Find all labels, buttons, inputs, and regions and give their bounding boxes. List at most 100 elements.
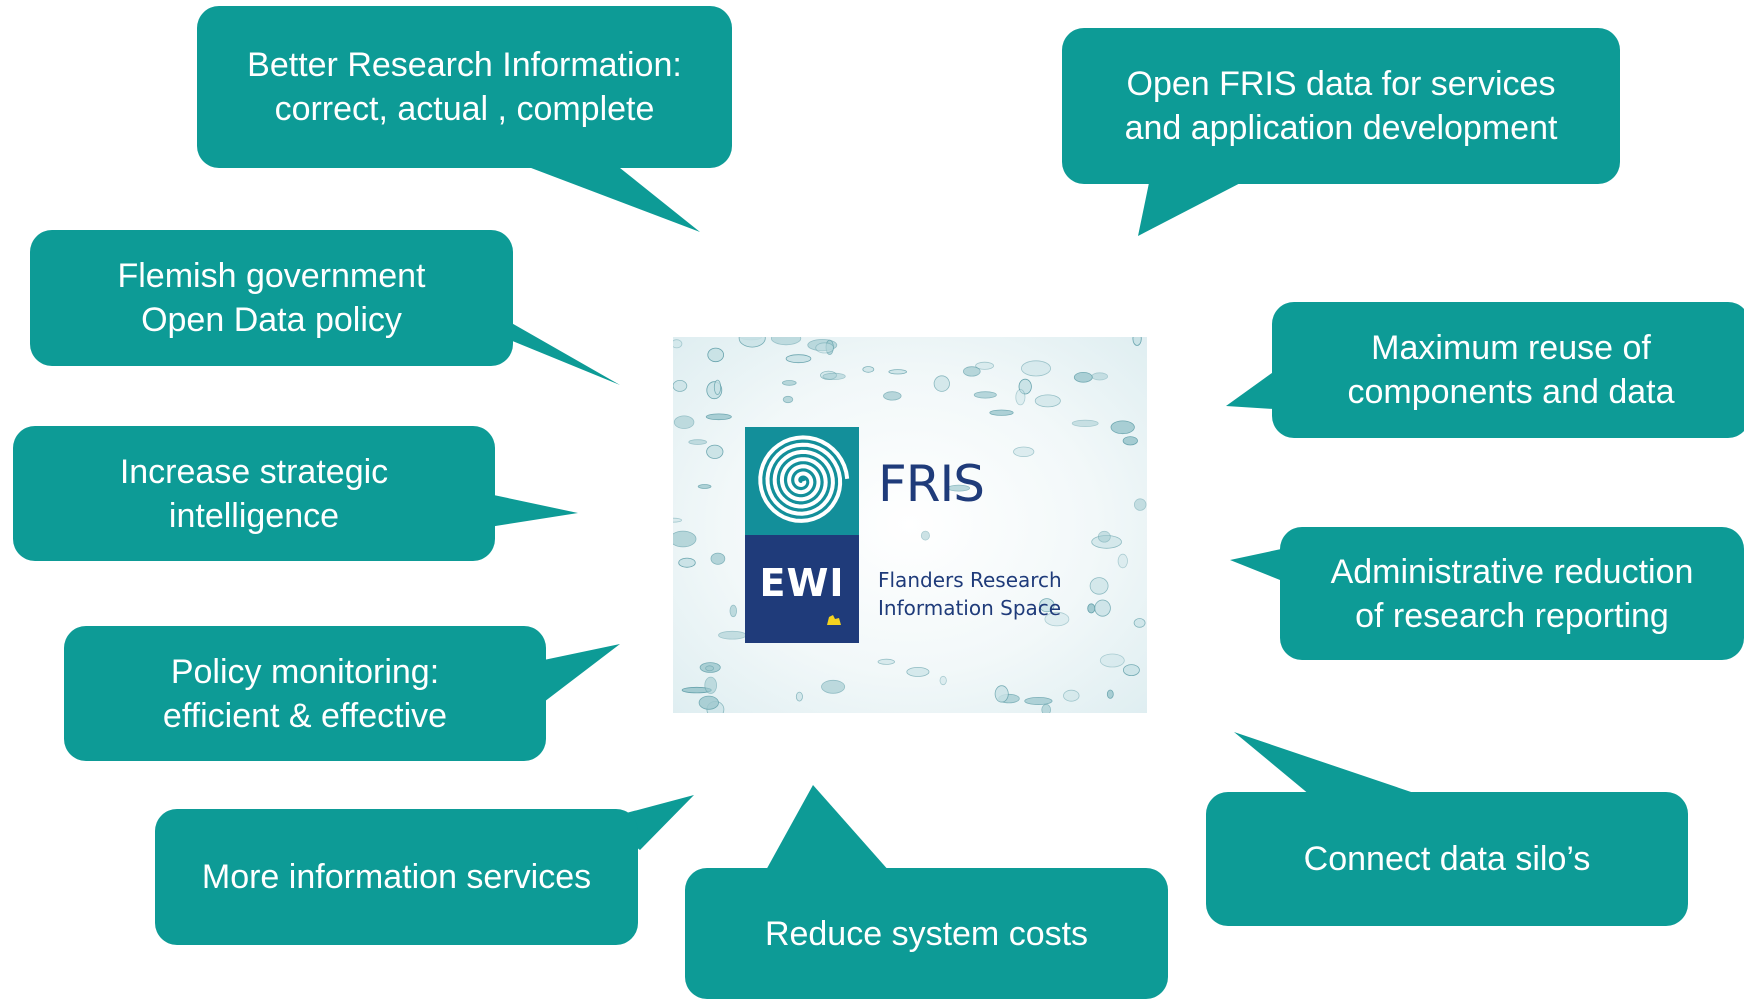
bubble-shape (1133, 618, 1146, 628)
callout-more-information-services: More information services (155, 809, 638, 945)
callout-line: efficient & effective (162, 696, 448, 735)
callout-line: Open Data policy (141, 301, 402, 339)
bubble-shape (822, 372, 846, 381)
bubble-shape (1039, 598, 1055, 613)
callout-text: More information services (202, 855, 591, 899)
bubble-shape (1034, 394, 1061, 408)
bubble-shape (706, 444, 724, 459)
bubble-shape (962, 366, 981, 377)
callout-line: Flemish government (117, 257, 426, 295)
bubble-shape (1041, 704, 1051, 713)
callout-text: Better Research Information: correct, act… (247, 43, 682, 131)
callout-text: Policy monitoring: efficient & effective (163, 650, 447, 738)
callout-line: Better Research Information: (247, 46, 682, 84)
tagline-line: Information Space (878, 596, 1062, 620)
bubble-shape (771, 337, 802, 346)
bubble-shape (1097, 530, 1111, 543)
fris-logo-image: EWI FRIS Flanders Research Information S… (673, 337, 1147, 713)
bubble-shape (1024, 696, 1053, 705)
bubble-shape (678, 557, 696, 568)
callout-line: Increase strategic (119, 452, 389, 491)
flemish-lion-icon (827, 615, 841, 625)
bubble-shape (973, 391, 997, 399)
bubble-shape (1132, 337, 1142, 346)
bubble-shape (862, 366, 875, 373)
bubble-shape (707, 347, 724, 363)
callout-line: components and data (1347, 373, 1675, 411)
bubble-shape (1073, 371, 1093, 383)
callout-reduce-system-costs: Reduce system costs (685, 868, 1168, 999)
bubble-shape (785, 354, 812, 364)
callout-line: Policy monitoring: (170, 652, 440, 691)
bubble-shape (1110, 420, 1135, 435)
bubble-shape (782, 395, 794, 404)
bubble-shape (877, 658, 896, 665)
callout-line: of research reporting (1355, 596, 1669, 635)
bubble-shape (1089, 577, 1109, 595)
bubble-shape (906, 666, 930, 677)
bubble-shape (989, 409, 1014, 416)
bubble-shape (883, 391, 902, 401)
bubble-shape (1134, 498, 1147, 511)
callout-reduce-system-costs-pointer (765, 785, 890, 872)
bubble-shape (821, 679, 846, 694)
bubble-shape (673, 339, 683, 349)
fris-wordmark: FRIS (878, 455, 985, 513)
bubble-shape (729, 604, 737, 618)
callout-line: intelligence (168, 496, 340, 535)
bubble-shape (705, 413, 732, 421)
bubble-shape (713, 379, 722, 395)
bubble-shape (697, 484, 712, 489)
callout-line: Connect data silo’s (1303, 840, 1591, 878)
callout-policy-monitoring: Policy monitoring: efficient & effective (64, 626, 546, 761)
bubble-shape (1099, 653, 1125, 668)
callout-line: correct, actual , complete (274, 90, 655, 128)
callout-strategic-intelligence-pointer (470, 490, 578, 530)
bubble-shape (1122, 664, 1140, 677)
bubble-shape (688, 439, 708, 445)
bubble-shape (1106, 689, 1114, 699)
callout-line: and application development (1124, 109, 1558, 147)
bubble-shape (1122, 436, 1138, 446)
bubble-shape (920, 530, 930, 541)
bubble-shape (1117, 553, 1128, 569)
bubble-shape (698, 695, 719, 710)
callout-text: Reduce system costs (765, 912, 1088, 956)
bubble-shape (1020, 360, 1051, 377)
callout-better-research-information-pointer (510, 160, 700, 232)
callout-line: Reduce system costs (764, 914, 1089, 953)
bubble-shape (673, 530, 697, 548)
bubble-shape (738, 337, 766, 348)
tagline-line: Flanders Research (878, 568, 1062, 592)
bubble-shape (1044, 611, 1070, 627)
fris-tagline: Flanders Research Information Space (878, 566, 1062, 622)
callout-open-fris-data-pointer (1138, 178, 1250, 236)
bubble-shape (815, 342, 835, 354)
spiral-icon (745, 427, 859, 535)
bubble-shape (939, 675, 947, 686)
bubble-shape (673, 517, 682, 523)
bubble-shape (1071, 419, 1099, 428)
bubble-shape (1013, 446, 1035, 458)
bubble-shape (1094, 599, 1111, 617)
bubble-shape (1091, 372, 1109, 381)
bubble-shape (673, 415, 695, 429)
callout-text: Connect data silo’s (1304, 837, 1591, 881)
bubble-shape (933, 375, 950, 392)
callout-flemish-open-data-policy-pointer (480, 305, 620, 385)
bubble-shape (718, 630, 747, 640)
bubble-shape (975, 361, 995, 370)
callout-connect-data-silos: Connect data silo’s (1206, 792, 1688, 926)
bubble-shape (888, 369, 908, 375)
bubble-shape (1015, 389, 1026, 406)
bubble-shape (1087, 603, 1096, 614)
bubble-shape (705, 665, 714, 672)
